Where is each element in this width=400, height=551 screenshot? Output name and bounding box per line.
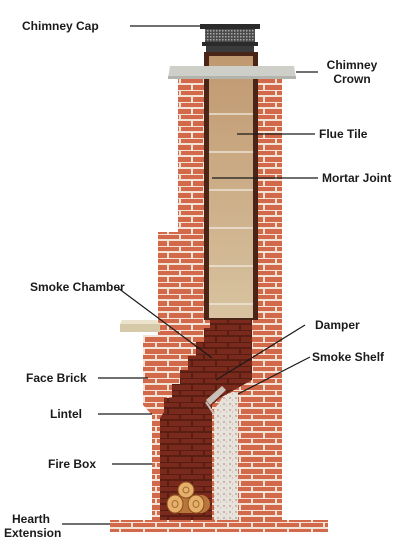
mantel-shelf	[120, 320, 160, 332]
label-hearth-extension: Hearth Extension	[4, 512, 61, 540]
label-smoke-chamber: Smoke Chamber	[30, 280, 125, 294]
label-chimney-cap: Chimney Cap	[22, 19, 99, 33]
label-flue-tile: Flue Tile	[319, 127, 368, 141]
label-face-brick: Face Brick	[26, 371, 87, 385]
label-chimney-crown: Chimney Crown	[322, 58, 382, 86]
label-damper: Damper	[315, 318, 360, 332]
firewood-logs	[166, 481, 210, 514]
leader-lines	[62, 25, 318, 525]
label-hearth-line2: Extension	[4, 526, 62, 540]
flue-assembly	[204, 52, 258, 320]
label-mortar-joint: Mortar Joint	[322, 171, 392, 185]
chimney-crown	[168, 66, 296, 79]
smoke-chamber-interior	[160, 320, 252, 520]
chimney-cap	[200, 24, 260, 52]
label-hearth-line1: Hearth	[12, 512, 51, 526]
firebrick-liner	[214, 392, 238, 520]
label-smoke-shelf: Smoke Shelf	[312, 350, 385, 364]
label-chimney-crown-line2: Crown	[333, 72, 371, 86]
label-fire-box: Fire Box	[48, 457, 97, 471]
label-chimney-crown-line1: Chimney	[326, 58, 378, 72]
damper-plate	[205, 386, 226, 415]
label-lintel: Lintel	[50, 407, 82, 421]
